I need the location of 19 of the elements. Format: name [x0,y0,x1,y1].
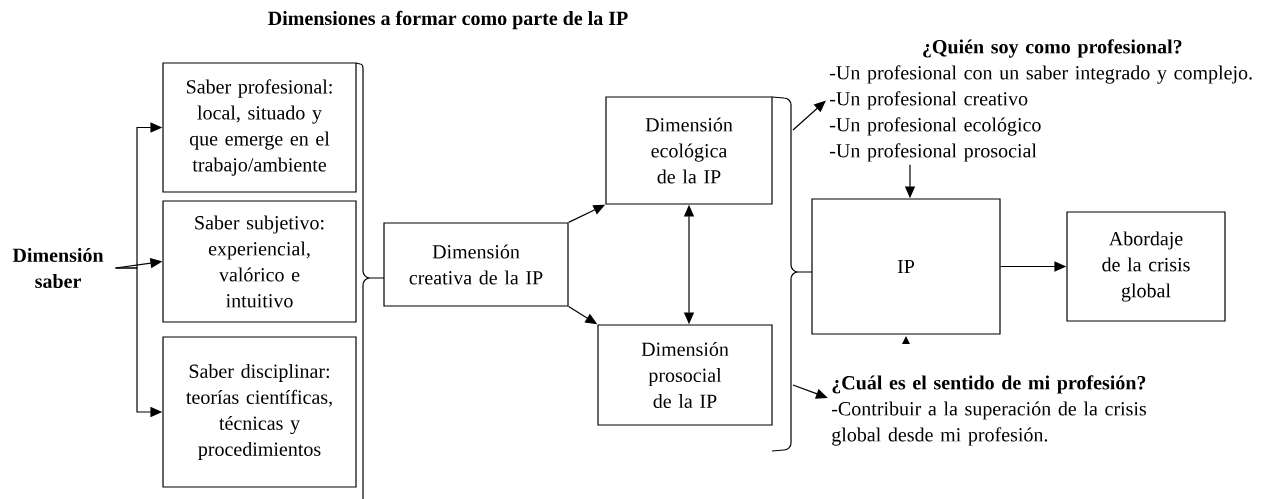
process-box: Saber subjetivo: experiencial, valórico e intuitivo [162,200,357,323]
dimension-label: Dimensión saber [12,247,104,289]
process-box: Dimensión creativa de la IP [383,222,569,307]
arrow [792,384,828,399]
process-box: Saber profesional: local, situado y que emerge en el trabajo/ambiente [162,62,357,193]
process-box: Abordaje de la crisis global [1066,211,1226,322]
text-line: -Un profesional prosocial [830,143,1037,162]
text-line: -Un profesional ecológico [830,117,1041,136]
arrow [792,100,826,131]
process-box: IP [811,198,1001,335]
text-line: -Contribuir a la superación de la crisis global desde mi profesión. [832,401,1146,446]
text-line: -Un profesional creativo [830,91,1028,110]
title: Dimensiones a formar como parte de la IP [268,10,628,30]
process-box: Saber disciplinar: teorías científicas, técnicas y procedimientos [162,336,357,488]
process-box: Dimensión prosocial de la IP [597,324,773,426]
question-heading: ¿Quién soy como profesional? [923,39,1182,58]
text-line: -Un profesional con un saber integrado y complejo. [830,65,1252,84]
question-heading: ¿Cuál es el sentido de mi profesión? [832,375,1146,394]
process-box: Dimensión ecológica de la IP [605,96,773,205]
